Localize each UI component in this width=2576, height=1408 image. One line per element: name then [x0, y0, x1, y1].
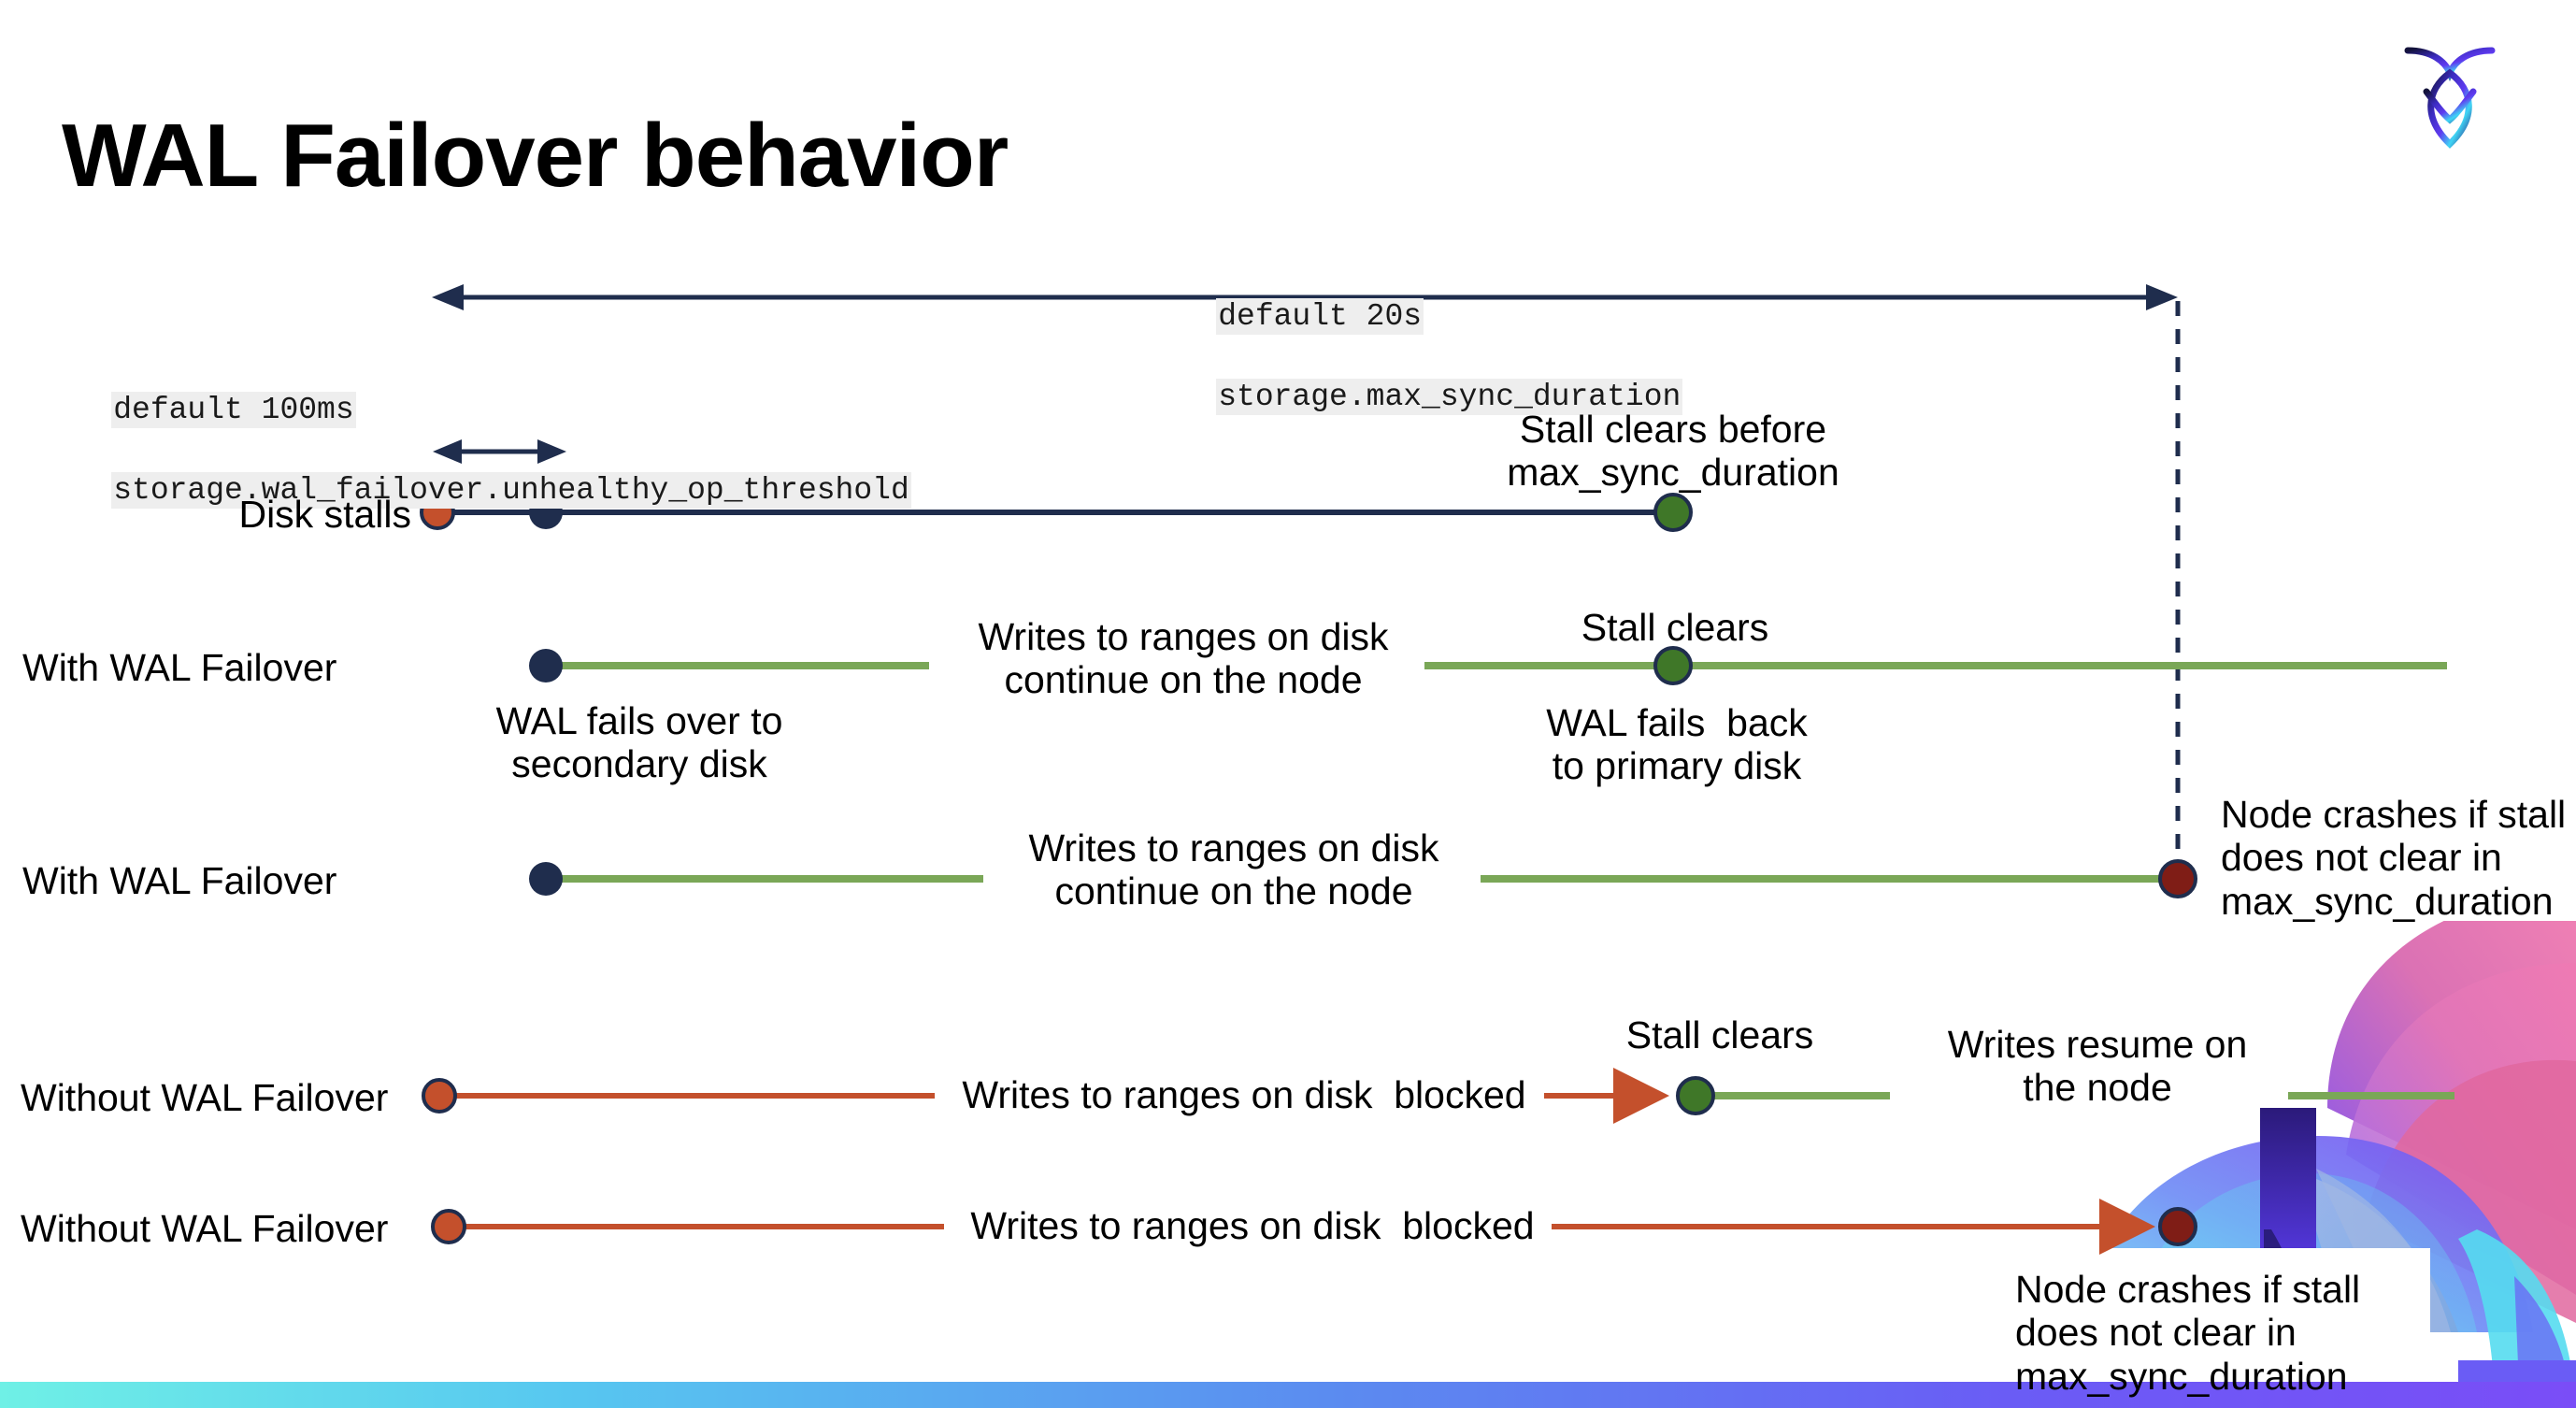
dot-stall-start	[422, 1078, 457, 1113]
row-label-without-wal-failover-1: Without WAL Failover	[21, 1076, 389, 1119]
cockroachdb-logo-icon	[2389, 34, 2511, 155]
max-sync-duration-span-arrow	[432, 284, 2178, 310]
dot-wal-fails-over	[529, 862, 563, 896]
dot-stall-start	[431, 1209, 466, 1244]
note-node-crash-1: Node crashes if stall does not clear in …	[2221, 793, 2567, 923]
row-label-with-wal-failover-1: With WAL Failover	[22, 646, 337, 689]
row-with-wal-failover-crash	[529, 859, 2197, 898]
note-stall-clears-2: Stall clears	[1625, 1013, 1814, 1056]
row-label-with-wal-failover-2: With WAL Failover	[22, 859, 337, 902]
unhealthy-threshold-span-arrow	[433, 439, 566, 464]
note-writes-blocked-1: Writes to ranges on disk blocked	[962, 1073, 1526, 1116]
note-writes-continue-1: Writes to ranges on disk continue on the…	[978, 615, 1389, 702]
bottom-gradient-bar	[0, 1382, 2576, 1408]
dot-stall-clears	[1653, 493, 1693, 532]
max-sync-annotation: default 20s storage.max_sync_duration	[1142, 257, 1683, 457]
dot-wal-fails-back	[1653, 646, 1693, 685]
row-label-without-wal-failover-2: Without WAL Failover	[21, 1207, 389, 1250]
note-writes-blocked-2: Writes to ranges on disk blocked	[970, 1204, 1535, 1247]
dot-node-crash	[2158, 1207, 2197, 1246]
caption-mask	[1963, 1248, 2430, 1408]
note-stall-clears-1: Stall clears	[1581, 606, 1769, 649]
row-with-wal-failover-clears	[529, 646, 2447, 685]
note-writes-continue-2: Writes to ranges on disk continue on the…	[1028, 826, 1439, 913]
unhealthy-default: default 100ms	[111, 391, 356, 428]
note-stall-clears-before-max-sync: Stall clears before max_sync_duration	[1507, 408, 1839, 495]
page-title: WAL Failover behavior	[62, 106, 1009, 207]
unhealthy-setting: storage.wal_failover.unhealthy_op_thresh…	[111, 471, 911, 509]
dot-stall-clears	[1676, 1076, 1715, 1115]
max-sync-setting: storage.max_sync_duration	[1216, 378, 1683, 415]
max-sync-default: default 20s	[1216, 297, 1424, 335]
row-without-wal-failover-clears	[422, 1068, 2454, 1124]
note-writes-resume: Writes resume on the node	[1947, 1023, 2248, 1110]
dot-node-crash	[2158, 859, 2197, 898]
unhealthy-threshold-annotation: default 100ms storage.wal_failover.unhea…	[37, 351, 911, 551]
note-node-crash-2: Node crashes if stall does not clear in …	[2015, 1268, 2361, 1398]
note-wal-fails-back: WAL fails back to primary disk	[1546, 701, 1808, 788]
dot-wal-fails-over	[529, 649, 563, 682]
row-without-wal-failover-crash	[431, 1199, 2197, 1255]
row-label-disk-stalls: Disk stalls	[238, 493, 411, 536]
note-wal-fails-over: WAL fails over to secondary disk	[495, 699, 783, 786]
